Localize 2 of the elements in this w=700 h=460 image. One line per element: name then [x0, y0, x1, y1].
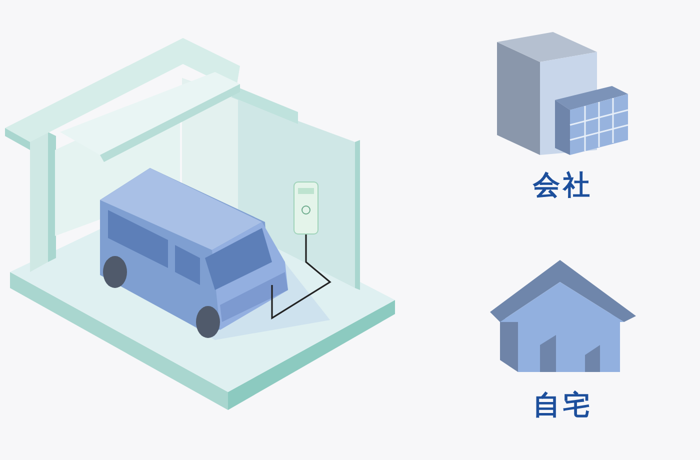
- place-label: 自宅: [533, 392, 593, 419]
- place-label: 会社: [533, 172, 593, 199]
